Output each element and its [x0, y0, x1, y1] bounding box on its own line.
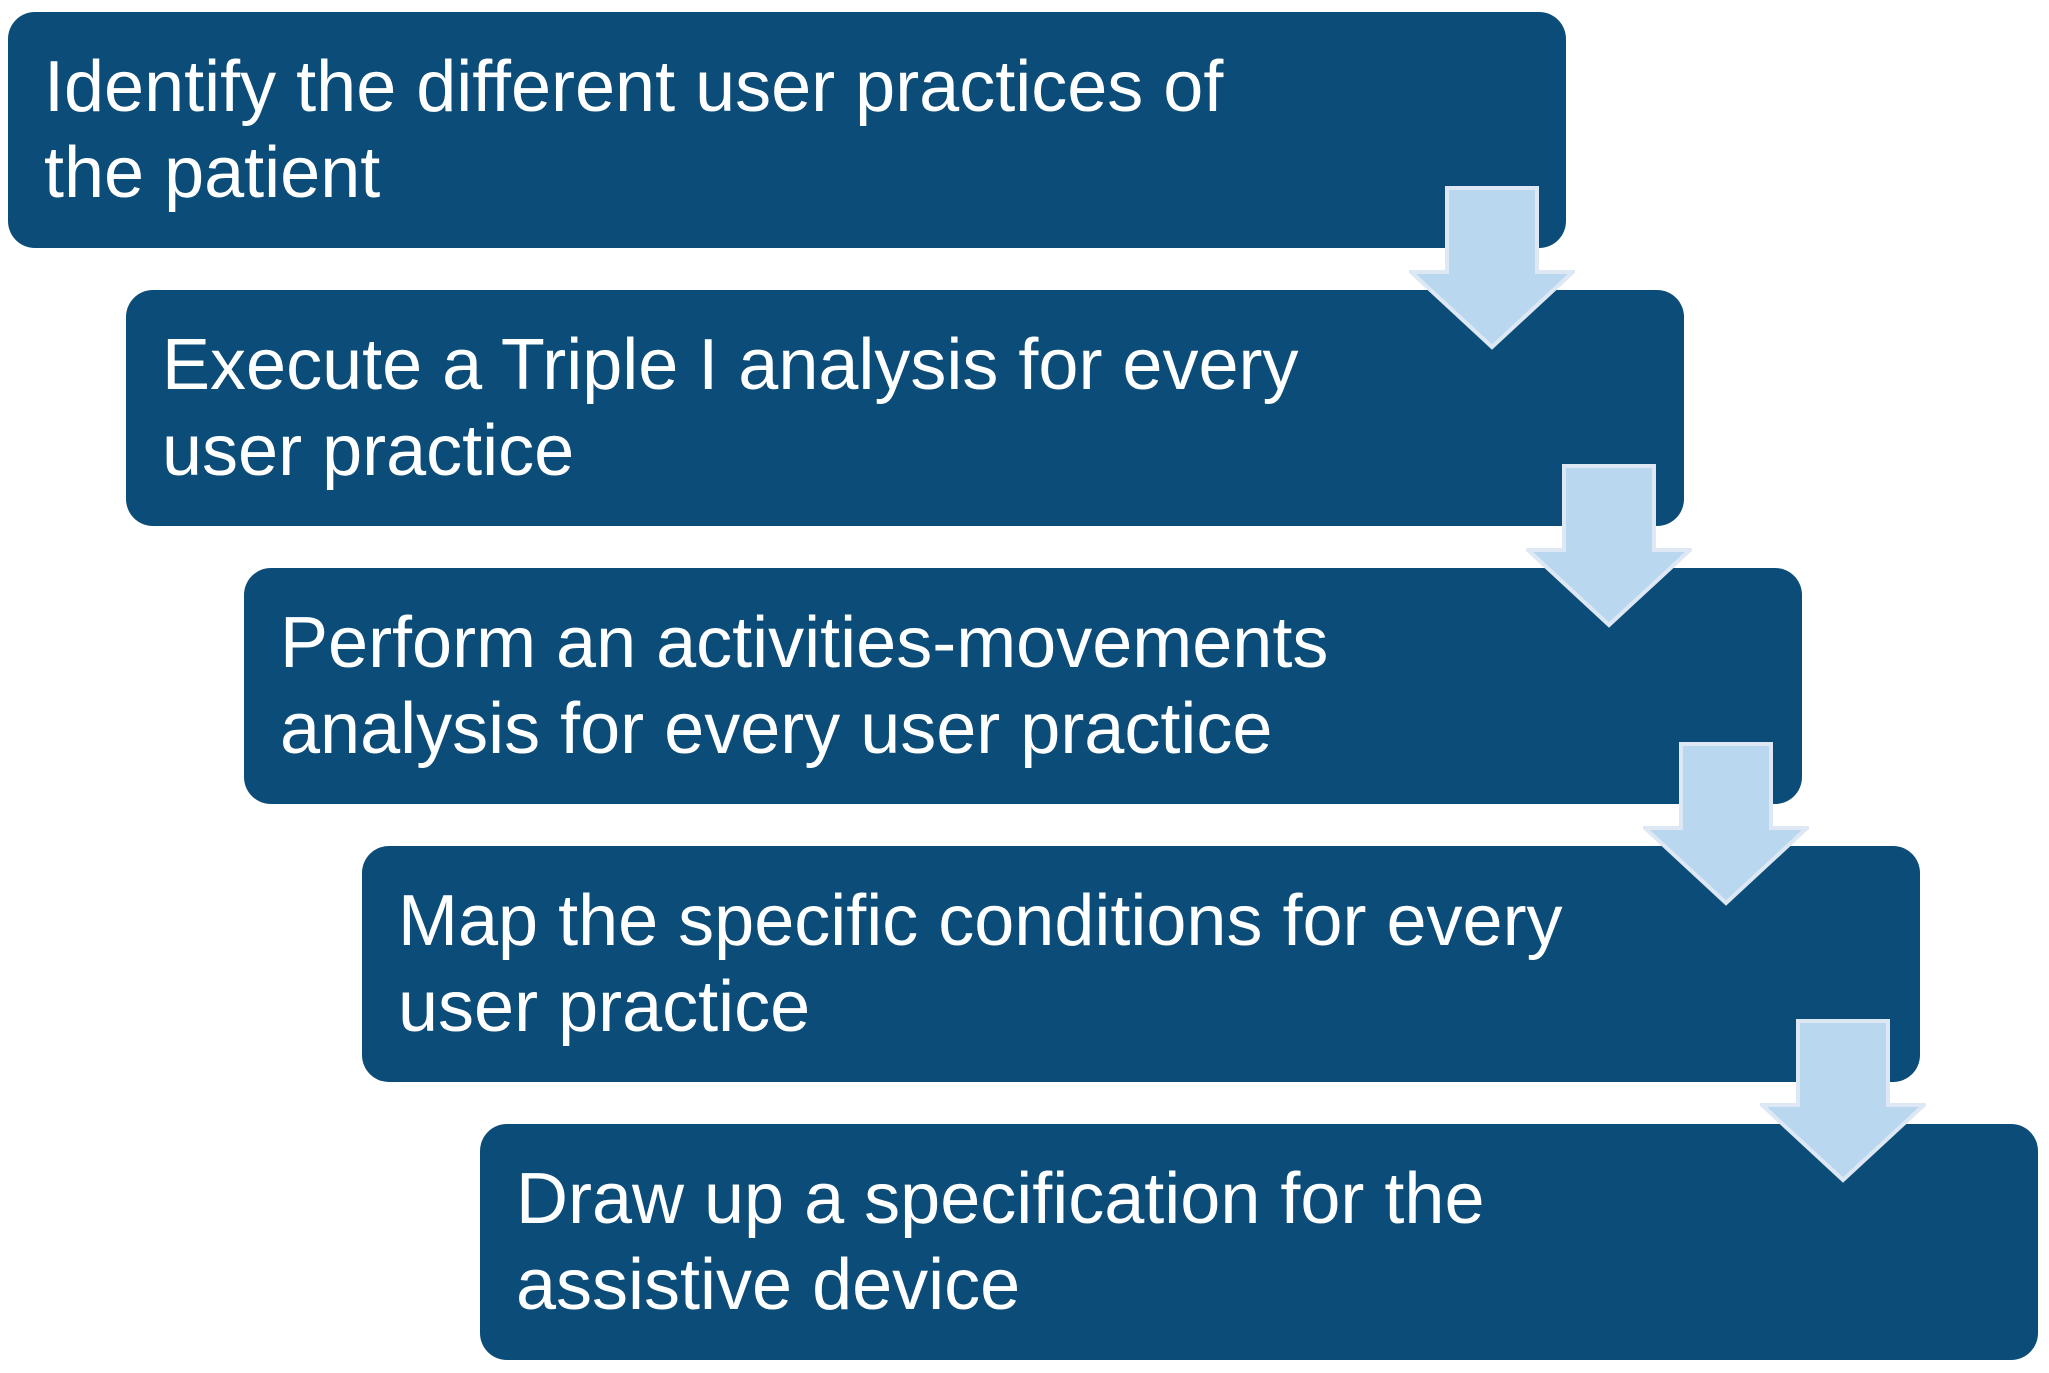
step-label-2: Execute a Triple I analysis for every us… — [162, 324, 1299, 491]
step-box-5: Draw up a specification for the assistiv… — [480, 1124, 2038, 1360]
step-label-3: Perform an activities-movements analysis… — [280, 602, 1329, 769]
step-box-3: Perform an activities-movements analysis… — [244, 568, 1802, 804]
step-box-4: Map the specific conditions for every us… — [362, 846, 1920, 1082]
down-arrow-icon — [1526, 464, 1692, 628]
step-label-1: Identify the different user practices of… — [44, 46, 1224, 213]
down-arrow-icon — [1760, 1019, 1926, 1183]
down-arrow-icon — [1643, 742, 1809, 906]
down-arrow-icon — [1409, 186, 1575, 350]
step-label-5: Draw up a specification for the assistiv… — [516, 1158, 1485, 1325]
step-box-2: Execute a Triple I analysis for every us… — [126, 290, 1684, 526]
step-label-4: Map the specific conditions for every us… — [398, 880, 1563, 1047]
step-box-1: Identify the different user practices of… — [8, 12, 1566, 248]
